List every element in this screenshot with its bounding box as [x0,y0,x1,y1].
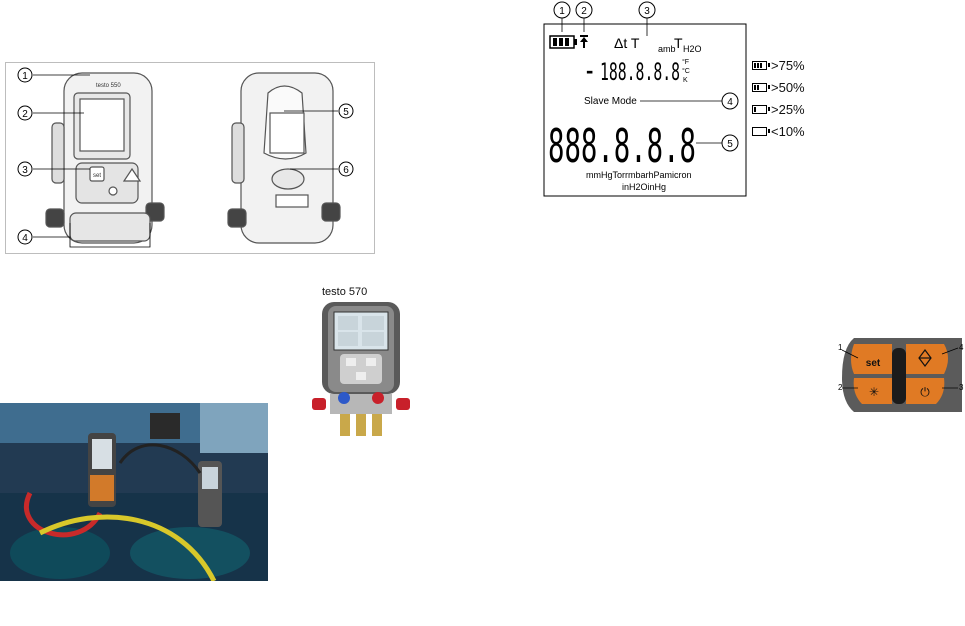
lcd-units-line1: mmHgTorrmbarhPamicron [586,170,692,180]
field-photo [0,403,268,581]
lcd-unit-f: °F [682,58,689,66]
product-image [310,298,412,440]
svg-text:4: 4 [22,233,28,244]
product-title: testo 570 [322,286,368,298]
lcd-amb-sub: amb [658,44,676,54]
battery-legend-label: >50% [771,79,805,95]
battery-one-third-icon [752,104,770,114]
device-brand-text: testo 550 [96,83,121,89]
device-front-view [45,72,165,244]
device-set-key-text: set [93,173,101,179]
display-figure: 1 2 3 Δt T amb T H2O - 188.8 [540,0,750,200]
battery-legend-row: <10% [752,123,805,139]
lcd-unit-k: K [683,77,688,84]
power-icon: ⏻ [920,385,930,399]
lcd-unit-c: °C [682,67,690,75]
transmit-arrow-icon [580,35,588,48]
keypad-callout-1: 1 [838,343,843,352]
svg-text:4: 4 [727,97,733,108]
lcd-big-digits: 888.8.8.8 [548,119,696,173]
device-drawing: testo 550 set 1 2 [17,67,354,248]
battery-legend-label: >75% [771,57,805,73]
lcd-h2o-t: T [674,35,683,51]
battery-empty-icon [752,126,770,136]
arrows-updown-icon [918,349,932,367]
svg-text:5: 5 [727,139,733,150]
svg-text:2: 2 [581,6,587,17]
battery-legend-row: >25% [752,101,805,117]
set-key-label: set [866,358,881,369]
lcd-delta-t: Δt T [614,35,640,51]
battery-legend-label: <10% [771,123,805,139]
device-figure: testo 550 set 1 2 [5,62,375,254]
lcd-h2o-sub: H2O [683,44,702,54]
device-callouts: 1 2 3 4 5 6 [17,67,354,245]
lcd-temp-digits: 188.8.8.8 [600,58,680,86]
battery-icon [549,35,577,49]
svg-text:1: 1 [22,71,28,82]
device-back-view [227,72,341,244]
battery-legend-row: >75% [752,57,805,73]
lcd-temp-sign: - [586,58,593,83]
svg-text:1: 1 [559,6,565,17]
svg-text:3: 3 [644,6,650,17]
battery-legend-label: >25% [771,101,805,117]
lcd-callouts-top: 1 2 3 [553,1,656,36]
keypad-figure: set ✳ ⏻ 1 2 4 3 [834,338,965,412]
battery-full-icon [752,60,770,70]
svg-text:3: 3 [22,165,28,176]
svg-text:2: 2 [22,109,28,120]
light-icon: ✳ [869,385,879,399]
svg-text:5: 5 [343,107,349,118]
keypad-callout-3: 3 [959,383,964,392]
battery-legend-row: >50% [752,79,805,95]
lcd-diagram: 1 2 3 Δt T amb T H2O - 188.8 [543,1,747,197]
svg-text:6: 6 [343,165,349,176]
lcd-slave-mode: Slave Mode [584,96,637,107]
keypad-callout-2: 2 [838,383,843,392]
battery-two-thirds-icon [752,82,770,92]
lcd-units-line2: inH2OinHg [622,182,666,192]
keypad-callout-4: 4 [959,343,964,352]
